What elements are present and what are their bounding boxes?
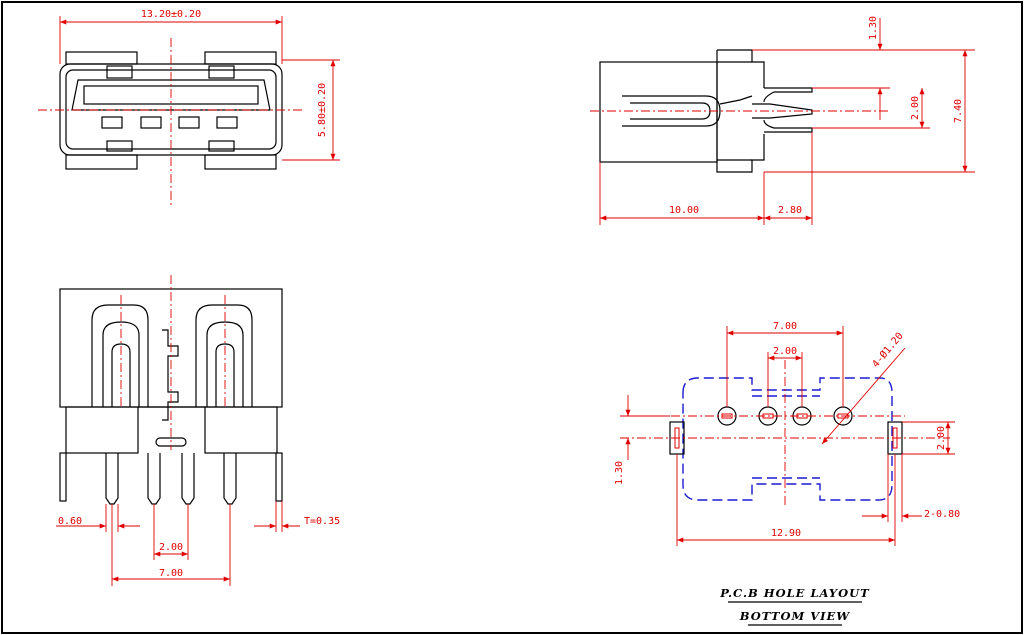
dim-side-pin-gap: 2.00 (910, 96, 921, 120)
dim-tab-thickness: T=0.35 (304, 516, 340, 527)
dim-front-width: 13.20±0.20 (141, 9, 201, 20)
dim-pcb-span: 7.00 (773, 321, 797, 332)
dim-side-body-length: 10.00 (669, 205, 699, 216)
dim-side-pin-length: 2.80 (778, 205, 802, 216)
dim-front-height: 5.80±0.20 (317, 83, 328, 137)
dim-pcb-slot: 2-0.80 (924, 509, 960, 520)
pcb-layout-subtitle: BOTTOM VIEW (739, 609, 850, 623)
dim-pcb-pitch: 2.00 (773, 346, 797, 357)
pcb-layout (620, 326, 955, 546)
front-view (38, 16, 340, 205)
side-view (590, 18, 975, 225)
rear-view (56, 275, 300, 586)
dim-pin-pitch: 2.00 (159, 542, 183, 553)
dim-pcb-offset: 1.30 (614, 461, 625, 485)
dim-side-height: 7.40 (953, 99, 964, 123)
dim-pcb-tab-gap: 2.00 (936, 426, 947, 450)
dim-pcb-hole: 4-Ø1.20 (870, 330, 906, 370)
dim-pin-thickness-left: 0.60 (58, 516, 82, 527)
dim-side-top: 1.30 (868, 16, 879, 40)
dim-pcb-width: 12.90 (771, 528, 801, 539)
dim-pin-span: 7.00 (159, 568, 183, 579)
pcb-layout-title: P.C.B HOLE LAYOUT (719, 586, 870, 600)
